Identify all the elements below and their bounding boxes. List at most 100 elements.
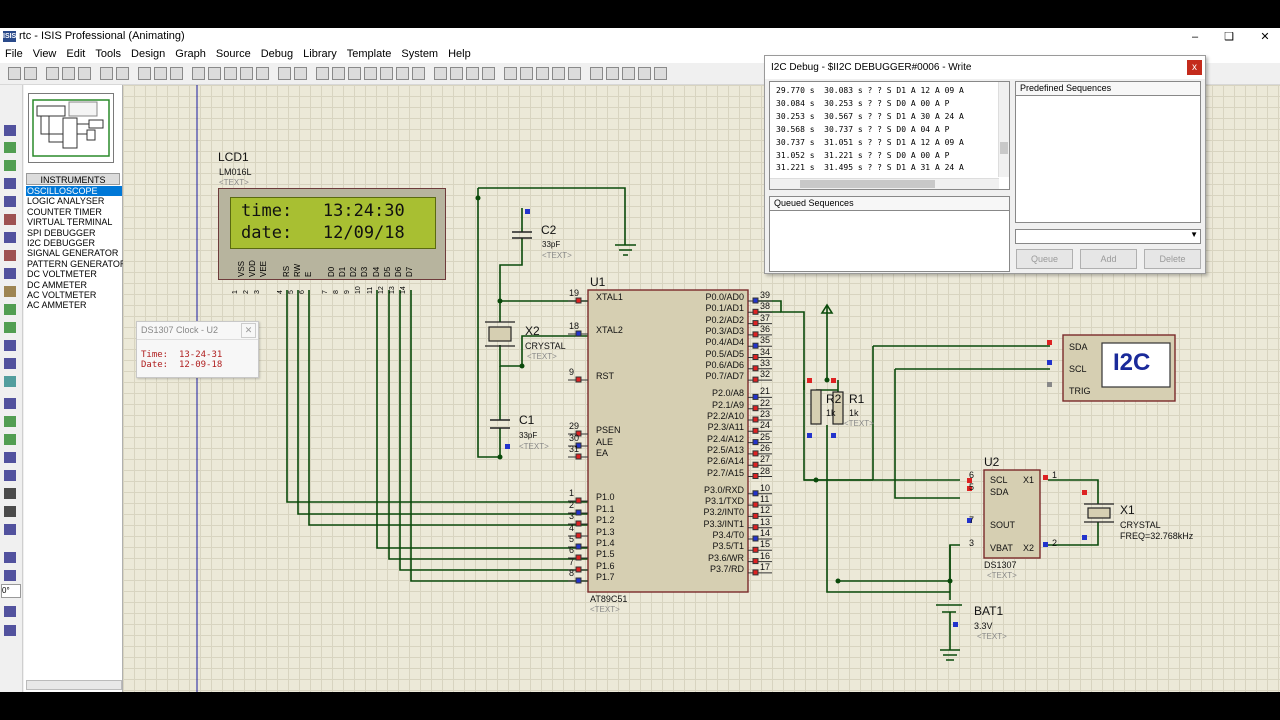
menu-view[interactable]: View xyxy=(32,48,57,60)
delete-button[interactable]: Delete xyxy=(1144,249,1201,269)
marker-icon[interactable] xyxy=(4,524,16,535)
ds1307-clock-popup[interactable]: DS1307 Clock - U2 ✕ Time: 13-24-31 Date:… xyxy=(136,321,259,378)
print-icon[interactable] xyxy=(100,67,113,80)
redo-icon[interactable] xyxy=(294,67,307,80)
menu-source[interactable]: Source xyxy=(215,48,251,60)
refresh-icon[interactable] xyxy=(138,67,151,80)
menu-library[interactable]: Library xyxy=(303,48,337,60)
log-horizontal-scrollbar[interactable] xyxy=(770,178,999,189)
component-mode-icon[interactable] xyxy=(4,142,16,153)
instrument-item[interactable]: AC VOLTMETER xyxy=(27,290,97,301)
wire-label-icon[interactable] xyxy=(4,178,16,189)
bom-icon[interactable] xyxy=(622,67,635,80)
origin-icon[interactable] xyxy=(170,67,183,80)
rotate-cw-icon[interactable] xyxy=(4,552,16,563)
i2c-log-entry[interactable]: 30.253 s 30.567 s ? ? S D1 A 30 A 24 A xyxy=(776,111,964,121)
menu-system[interactable]: System xyxy=(401,48,439,60)
copy-icon[interactable] xyxy=(332,67,345,80)
wire-autorouter-icon[interactable] xyxy=(504,67,517,80)
decompose-icon[interactable] xyxy=(482,67,495,80)
instrument-item[interactable]: LOGIC ANALYSER xyxy=(27,196,105,207)
remove-sheet-icon[interactable] xyxy=(590,67,603,80)
subcircuit-icon[interactable] xyxy=(4,232,16,243)
i2c-log-entry[interactable]: 30.737 s 31.051 s ? ? S D1 A 12 A 09 A xyxy=(776,137,964,147)
text-icon[interactable] xyxy=(4,488,16,499)
selection-mode-icon[interactable] xyxy=(4,125,16,136)
tape-recorder-icon[interactable] xyxy=(4,304,16,315)
block-delete-icon[interactable] xyxy=(412,67,425,80)
pick-device-icon[interactable] xyxy=(434,67,447,80)
mirror-y-icon[interactable] xyxy=(4,625,16,636)
device-pin-icon[interactable] xyxy=(4,268,16,279)
menu-graph[interactable]: Graph xyxy=(175,48,206,60)
voltage-probe-icon[interactable] xyxy=(4,340,16,351)
add-button[interactable]: Add xyxy=(1080,249,1137,269)
overview-window[interactable] xyxy=(28,93,114,163)
zoom-out-icon[interactable] xyxy=(224,67,237,80)
block-move-icon[interactable] xyxy=(380,67,393,80)
junction-dot-icon[interactable] xyxy=(4,160,16,171)
instrument-item[interactable]: PATTERN GENERATOR xyxy=(27,258,127,269)
i2c-log-entry[interactable]: 30.084 s 30.253 s ? ? S D0 A 00 A P xyxy=(776,98,950,108)
close-icon[interactable]: ✕ xyxy=(1260,31,1270,43)
text-script-icon[interactable] xyxy=(4,196,16,207)
instrument-item[interactable]: AC AMMETER xyxy=(27,300,87,311)
pan-icon[interactable] xyxy=(192,67,205,80)
menu-tools[interactable]: Tools xyxy=(95,48,122,60)
path-icon[interactable] xyxy=(4,470,16,481)
panel-scrollbar[interactable] xyxy=(26,680,122,690)
search-icon[interactable] xyxy=(520,67,533,80)
instrument-item[interactable]: I2C DEBUGGER xyxy=(27,238,96,249)
i2c-log-entry[interactable]: 31.221 s 31.495 s ? ? S D1 A 31 A 24 A xyxy=(776,163,964,173)
menu-template[interactable]: Template xyxy=(346,48,392,60)
log-vertical-scrollbar[interactable] xyxy=(998,82,1009,177)
instrument-item[interactable]: VIRTUAL TERMINAL xyxy=(27,217,113,228)
mirror-x-icon[interactable] xyxy=(4,606,16,617)
instrument-item[interactable]: DC VOLTMETER xyxy=(27,269,97,280)
block-copy-icon[interactable] xyxy=(364,67,377,80)
i2c-log-entry[interactable]: 31.052 s 31.221 s ? ? S D0 A 00 A P xyxy=(776,150,950,160)
paste-icon[interactable] xyxy=(348,67,361,80)
goto-sheet-icon[interactable] xyxy=(606,67,619,80)
terminal-icon[interactable] xyxy=(4,250,16,261)
undo-icon[interactable] xyxy=(278,67,291,80)
zoom-area-icon[interactable] xyxy=(256,67,269,80)
box-icon[interactable] xyxy=(4,416,16,427)
virtual-instrument-icon[interactable] xyxy=(4,376,16,387)
instrument-item[interactable]: SIGNAL GENERATOR xyxy=(27,248,119,259)
cut-icon[interactable] xyxy=(316,67,329,80)
generator-icon[interactable] xyxy=(4,322,16,333)
queued-sequences-list[interactable]: Queued Sequences xyxy=(769,196,1010,272)
packaging-icon[interactable] xyxy=(466,67,479,80)
menu-file[interactable]: File xyxy=(5,48,23,60)
menu-design[interactable]: Design xyxy=(131,48,166,60)
menu-debug[interactable]: Debug xyxy=(260,48,294,60)
save-icon[interactable] xyxy=(46,67,59,80)
new-sheet-icon[interactable] xyxy=(568,67,581,80)
graph-icon[interactable] xyxy=(4,286,16,297)
i2c-log-entry[interactable]: 30.568 s 30.737 s ? ? S D0 A 04 A P xyxy=(776,124,950,134)
grid-icon[interactable] xyxy=(154,67,167,80)
menu-edit[interactable]: Edit xyxy=(66,48,86,60)
symbol-icon[interactable] xyxy=(4,506,16,517)
bus-icon[interactable] xyxy=(4,214,16,225)
instrument-item[interactable]: COUNTER TIMER xyxy=(27,206,102,217)
import-icon[interactable] xyxy=(62,67,75,80)
circle-icon[interactable] xyxy=(4,434,16,445)
instrument-item[interactable]: OSCILLOSCOPE xyxy=(26,186,122,197)
sequence-dropdown[interactable]: ▼ xyxy=(1015,229,1201,244)
queue-button[interactable]: Queue xyxy=(1016,249,1073,269)
open-file-icon[interactable] xyxy=(24,67,37,80)
menu-help[interactable]: Help xyxy=(448,48,471,60)
property-tool-icon[interactable] xyxy=(536,67,549,80)
zoom-in-icon[interactable] xyxy=(208,67,221,80)
i2c-debug-close-icon[interactable]: x xyxy=(1187,60,1202,75)
i2c-log-entry[interactable]: 29.770 s 30.083 s ? ? S D1 A 12 A 09 A xyxy=(776,86,964,95)
line-icon[interactable] xyxy=(4,398,16,409)
erc-icon[interactable] xyxy=(638,67,651,80)
design-explorer-icon[interactable] xyxy=(552,67,565,80)
zoom-all-icon[interactable] xyxy=(240,67,253,80)
print-setup-icon[interactable] xyxy=(116,67,129,80)
arc-icon[interactable] xyxy=(4,452,16,463)
